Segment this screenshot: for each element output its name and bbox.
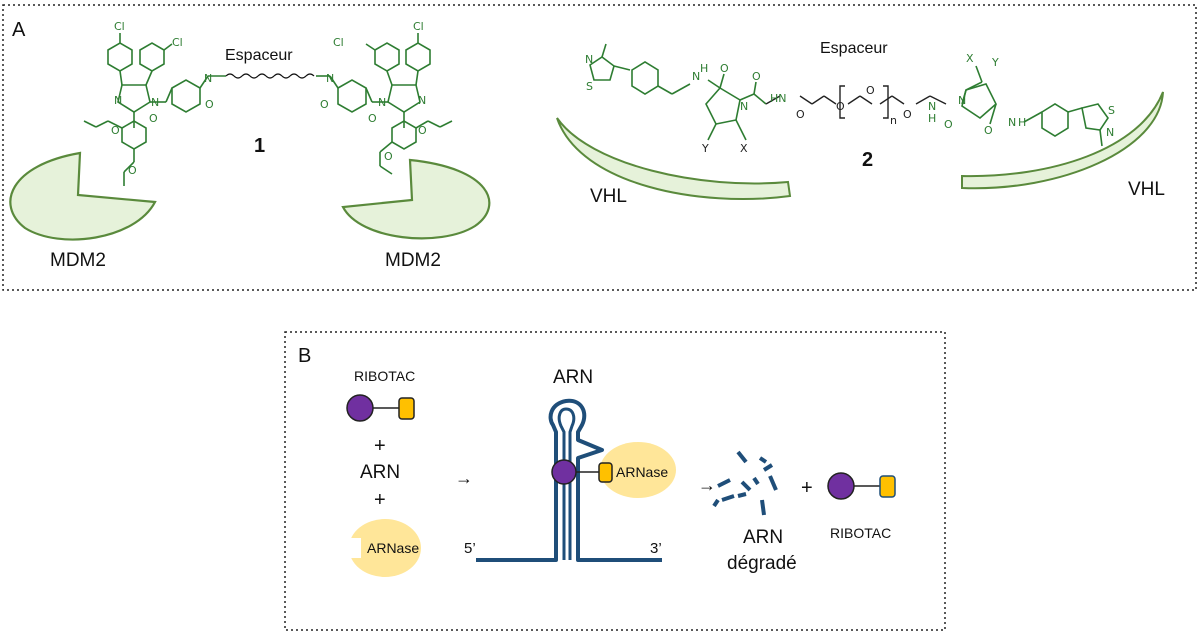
- five-prime-label: 5’: [464, 540, 476, 557]
- atom-o-16: O: [984, 124, 993, 137]
- atom-o-2: O: [205, 98, 214, 111]
- atom-n-9: N: [740, 100, 748, 113]
- arnase-free-label: ARNase: [367, 540, 419, 556]
- atom-o-8: O: [384, 150, 393, 163]
- atom-o-3: O: [111, 124, 120, 137]
- atom-x-1: X: [740, 142, 748, 155]
- plus-3: +: [801, 477, 813, 499]
- rna-hairpin-strand: [476, 398, 662, 562]
- atom-cl-4: Cl: [413, 20, 424, 33]
- degraded-line-2: dégradé: [727, 553, 797, 574]
- ribotac-label: RIBOTAC: [354, 368, 415, 384]
- released-ligand-circle: [827, 472, 855, 500]
- arnase-free-shape: [349, 519, 421, 577]
- arnase-free-notch: [347, 538, 361, 558]
- atom-cl-1: Cl: [114, 20, 125, 33]
- atom-y-2: Y: [991, 56, 999, 69]
- atom-x-2: X: [966, 52, 974, 65]
- atom-n-10: N: [928, 100, 936, 113]
- atom-o-10: O: [752, 70, 761, 83]
- vhl-right-shape: [961, 91, 1164, 190]
- ribotac-ligand-circle: [346, 394, 374, 422]
- atom-o-9: O: [720, 62, 729, 75]
- atom-o-6: O: [368, 112, 377, 125]
- released-recruiter-square: [879, 475, 896, 498]
- atom-n-5: N: [378, 96, 386, 109]
- atom-o-7: O: [418, 124, 427, 137]
- arnase-bound-label: ARNase: [616, 464, 668, 480]
- bound-ligand-circle: [551, 459, 577, 485]
- mdm2-left-shape: [9, 151, 157, 241]
- atom-n-4: N: [326, 72, 334, 85]
- vhl-left-shape: [556, 117, 792, 201]
- atom-cl-3: Cl: [333, 36, 344, 49]
- atom-o-4: O: [128, 164, 137, 177]
- ribotac-final-label: RIBOTAC: [830, 525, 891, 541]
- atom-n-1: N: [114, 94, 122, 107]
- atom-o-15: O: [944, 118, 953, 131]
- atom-o-11: O: [796, 108, 805, 121]
- atom-n-2: N: [151, 96, 159, 109]
- bound-recruiter-square: [598, 462, 613, 483]
- atom-h-3: H: [1018, 116, 1026, 129]
- atom-n-11: N: [958, 94, 966, 107]
- atom-n-sub: n: [890, 114, 897, 127]
- mdm2-right-shape: [341, 158, 491, 240]
- compound-2-peg-linker: [765, 85, 947, 119]
- spacer-2-label: Espaceur: [820, 40, 888, 57]
- atom-hn-1: HN: [770, 92, 787, 105]
- atom-o-14: O: [903, 108, 912, 121]
- atom-s-1: S: [586, 80, 593, 93]
- mdm2-left-label: MDM2: [50, 250, 106, 271]
- atom-o-5: O: [320, 98, 329, 111]
- atom-n-3: N: [204, 72, 212, 85]
- spacer-1-label: Espaceur: [225, 47, 293, 64]
- panel-a-letter: A: [12, 19, 26, 41]
- vhl-left-label: VHL: [590, 186, 627, 207]
- panel-b-frame: [284, 331, 946, 631]
- arnase-bound-shape: [600, 442, 676, 498]
- plus-1: +: [374, 435, 386, 457]
- rna-hairpin-inner: [557, 407, 576, 560]
- atom-y-1: Y: [701, 142, 709, 155]
- arn-label: ARN: [360, 462, 400, 483]
- plus-2: +: [374, 489, 386, 511]
- atom-o-12: O: [836, 100, 845, 113]
- arn-title: ARN: [553, 367, 593, 388]
- compound-2-structure: [589, 43, 1109, 147]
- compound-2-label: 2: [862, 149, 873, 171]
- atom-n-7: N: [585, 53, 593, 66]
- degraded-line-1: ARN: [743, 527, 783, 548]
- atom-o-13: O: [866, 84, 875, 97]
- atom-n-6: N: [418, 94, 426, 107]
- degraded-rna-fragments: [712, 450, 778, 516]
- spacer-1-linker: [225, 73, 315, 79]
- ribotac-recruiter-square: [398, 397, 415, 420]
- three-prime-label: 3’: [650, 540, 662, 557]
- compound-1-structure: [83, 33, 453, 186]
- vhl-right-label: VHL: [1128, 179, 1165, 200]
- atom-o-1: O: [149, 112, 158, 125]
- atom-n-13: N: [1106, 126, 1114, 139]
- atom-h-2: H: [928, 112, 936, 125]
- arrow-2: →: [698, 475, 716, 495]
- panel-b-letter: B: [298, 345, 311, 367]
- atom-h-1: H: [700, 62, 708, 75]
- atom-cl-2: Cl: [172, 36, 183, 49]
- atom-s-2: S: [1108, 104, 1115, 117]
- arrow-1: →: [455, 468, 473, 488]
- atom-n-12: N: [1008, 116, 1016, 129]
- atom-n-8: N: [692, 70, 700, 83]
- mdm2-right-label: MDM2: [385, 250, 441, 271]
- compound-1-label: 1: [254, 135, 265, 157]
- panel-a-frame: [2, 4, 1197, 291]
